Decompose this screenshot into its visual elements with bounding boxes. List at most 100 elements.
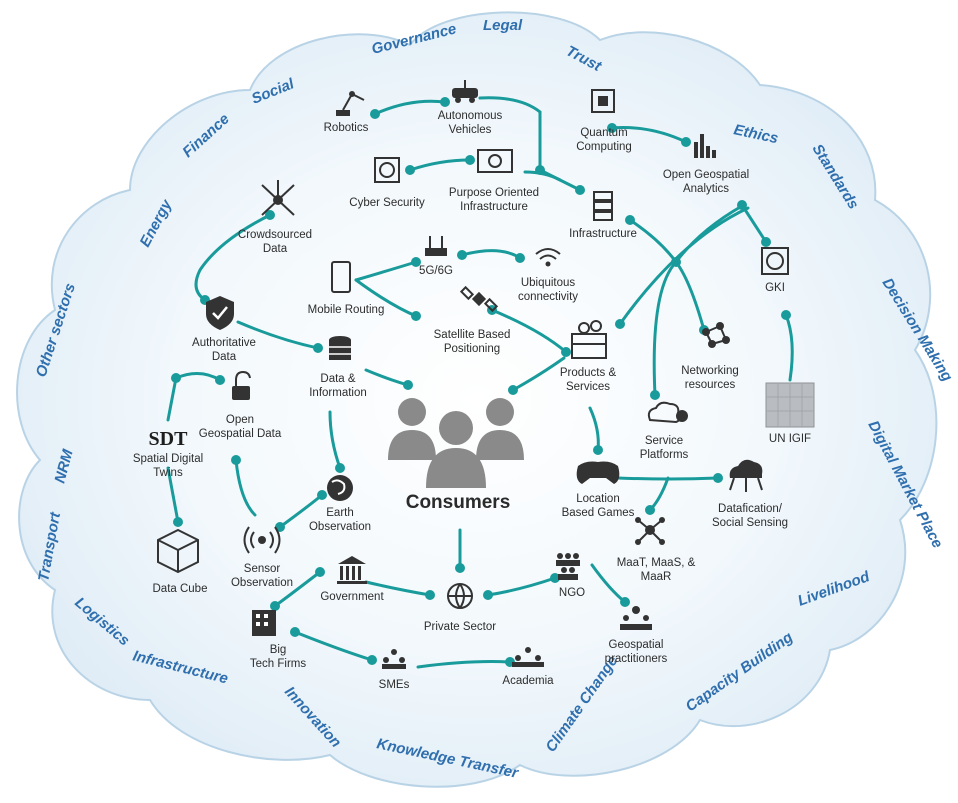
purpose-oriented-infrastructure-label-line2: Infrastructure [460, 201, 528, 213]
datafication-label-line1: Datafication/ [718, 503, 783, 515]
authoritative-data-label-line1: Authoritative [192, 337, 256, 349]
un-igif-grid-pattern [766, 383, 814, 427]
node-earth-observation: Earth Observation [309, 475, 371, 533]
connections [166, 96, 794, 669]
wifi-icon [535, 248, 561, 267]
maat-label-line2: MaaR [641, 571, 672, 583]
private-sector-label: Private Sector [424, 621, 496, 633]
products-services-label-line2: Services [566, 381, 610, 393]
un-igif-label: UN IGIF [769, 433, 811, 445]
node-products-services: Products & Services [560, 320, 616, 393]
network-burst-icon [261, 180, 295, 216]
node-data-information: Data & Information [309, 336, 367, 399]
government-building-icon [337, 556, 367, 584]
practitioners-group-icon [620, 606, 652, 630]
infrastructure-label: Infrastructure [569, 228, 637, 240]
node-autonomous-vehicles: Autonomous Vehicles [438, 80, 503, 136]
geospatial-practitioners-label-line2: practitioners [605, 653, 668, 665]
networking-resources-label-line2: resources [685, 379, 736, 391]
node-cyber-security: Cyber Security [349, 157, 425, 209]
quantum-chip-icon [591, 89, 615, 113]
node-maat: MaaT, MaaS, & MaaR [617, 517, 696, 583]
node-robotics: Robotics [324, 91, 369, 134]
gki-label: GKI [765, 282, 785, 294]
satellite-positioning-label-line1: Satellite Based [434, 329, 511, 341]
sensor-signal-icon [243, 526, 281, 554]
earth-observation-label-line1: Earth [326, 507, 354, 519]
shield-check-icon [206, 296, 234, 330]
node-spatial-digital-twins: SDT Spatial Digital Twins [133, 428, 203, 479]
node-gki: GKI [761, 247, 789, 294]
node-open-geospatial-analytics: Open Geospatial Analytics [663, 134, 749, 195]
open-geospatial-data-label-line2: Geospatial Data [199, 428, 282, 440]
node-quantum-computing: Quantum Computing [576, 89, 632, 153]
node-service-platforms: Service Platforms [640, 401, 689, 461]
game-controller-icon [576, 461, 620, 484]
spatial-digital-twins-label-line2: Twins [153, 467, 183, 479]
database-icon [329, 336, 351, 360]
node-un-igif: UN IGIF [765, 382, 815, 445]
ubiquitous-connectivity-label-line2: connectivity [518, 291, 578, 303]
node-crowdsourced-data: Crowdsourced Data [238, 180, 312, 255]
node-sensor-observation: Sensor Observation [231, 526, 293, 589]
team-location-icon [382, 649, 406, 669]
node-ngo: NGO [556, 553, 585, 599]
crowdsourced-data-label-line2: Data [263, 243, 288, 255]
node-infrastructure: Infrastructure [569, 191, 637, 240]
node-geospatial-practitioners: Geospatial practitioners [605, 606, 668, 665]
maat-label-line1: MaaT, MaaS, & [617, 557, 696, 569]
geospatial-practitioners-label-line1: Geospatial [609, 639, 664, 651]
location-based-games-label-line2: Based Games [562, 507, 635, 519]
node-smes: SMEs [379, 649, 410, 691]
big-tech-label-line2: Tech Firms [250, 658, 306, 670]
node-datafication: Datafication/ Social Sensing [712, 459, 788, 529]
quantum-computing-label-line2: Computing [576, 141, 632, 153]
node-big-tech: Big Tech Firms [250, 610, 306, 670]
node-open-geospatial-data: Open Geospatial Data [199, 370, 282, 440]
cyber-security-label: Cyber Security [349, 197, 425, 209]
cube-icon [157, 528, 199, 574]
5g6g-label: 5G/6G [419, 265, 453, 277]
node-location-based-games: Location Based Games [562, 461, 635, 519]
networking-resources-label-line1: Networking [681, 365, 739, 377]
server-rack-icon [593, 191, 613, 221]
node-government: Government [320, 556, 384, 603]
data-information-label-line2: Information [309, 387, 367, 399]
spatial-digital-twins-label-line1: Spatial Digital [133, 453, 203, 465]
satellite-icon [459, 285, 499, 313]
academic-group-icon [512, 647, 544, 667]
autonomous-vehicles-label-line2: Vehicles [449, 124, 492, 136]
earth-observation-label-line2: Observation [309, 521, 371, 533]
mobile-phone-icon [331, 261, 351, 293]
open-geospatial-analytics-label-line1: Open Geospatial [663, 169, 749, 181]
big-tech-label-line1: Big [270, 644, 287, 656]
ubiquitous-connectivity-label-line1: Ubiquitous [521, 277, 576, 289]
router-antenna-icon [425, 236, 447, 256]
sensor-observation-label-line1: Sensor [244, 563, 281, 575]
people-crowd-icon [556, 553, 580, 580]
open-lock-icon [232, 370, 251, 400]
security-chip-icon [374, 157, 400, 183]
purpose-oriented-infrastructure-label-line1: Purpose Oriented [449, 187, 539, 199]
robot-arm-icon [336, 91, 365, 116]
service-platforms-label-line2: Platforms [640, 449, 689, 461]
sensor-observation-label-line2: Observation [231, 577, 293, 589]
products-box-icon [571, 320, 607, 359]
node-academia: Academia [502, 647, 554, 687]
people-group-icon [388, 398, 524, 488]
bar-chart-icon [694, 134, 716, 158]
open-geospatial-data-label-line1: Open [226, 414, 254, 426]
ngo-label: NGO [559, 587, 585, 599]
node-ubiquitous-connectivity: Ubiquitous connectivity [518, 248, 578, 303]
node-consumers: Consumers [388, 398, 524, 513]
smes-label: SMEs [379, 679, 410, 691]
autonomous-vehicles-label-line1: Autonomous [438, 110, 503, 122]
crowdsourced-data-label-line1: Crowdsourced [238, 229, 312, 241]
data-cube-label: Data Cube [153, 583, 208, 595]
autonomous-car-icon [452, 80, 478, 103]
cloud-background [16, 11, 938, 788]
academia-label: Academia [502, 675, 554, 687]
open-geospatial-analytics-label-line2: Analytics [683, 183, 729, 195]
node-satellite-positioning: Satellite Based Positioning [434, 285, 511, 355]
